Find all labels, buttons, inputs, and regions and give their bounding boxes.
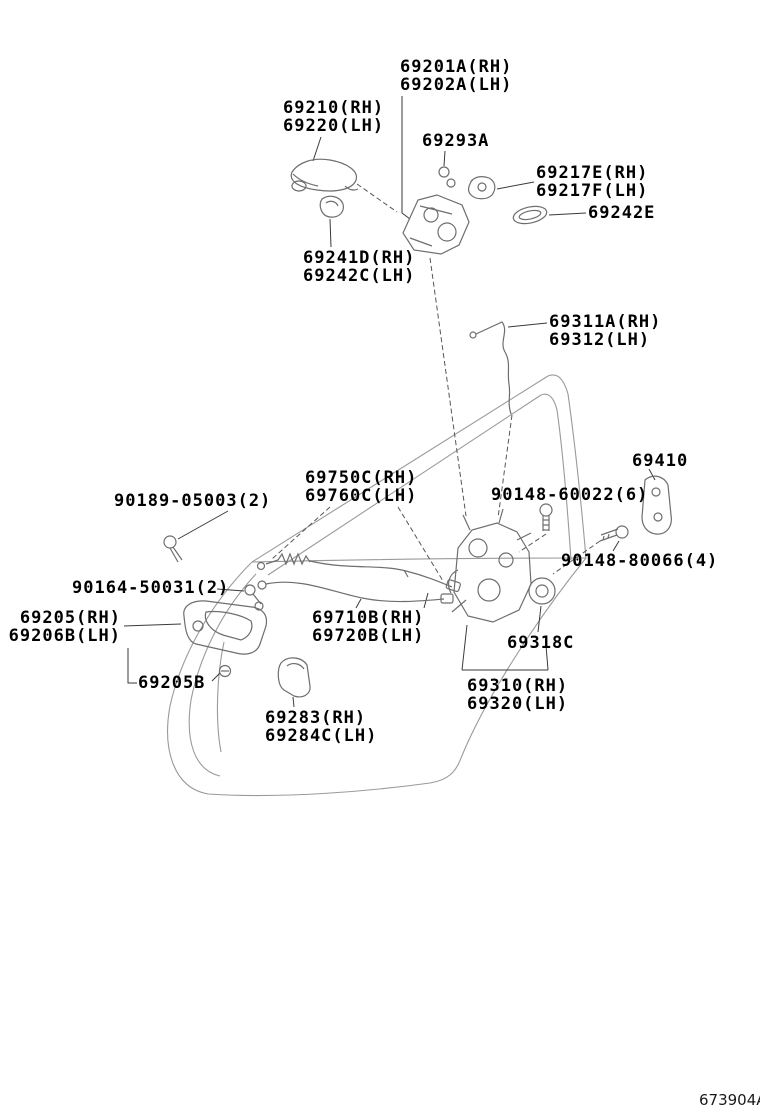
bolt-80066-drawing <box>599 525 629 542</box>
bolt-60022-drawing <box>539 503 553 531</box>
part-label-69242E: 69242E <box>588 203 656 223</box>
leader-lines-solid <box>123 96 656 708</box>
diagram-code: 673904A <box>699 1091 760 1109</box>
part-label-69205B: 69205B <box>138 673 206 693</box>
screw-50031-drawing <box>244 584 264 611</box>
screw-05003-drawing <box>163 535 183 563</box>
part-label-69410: 69410 <box>632 451 689 471</box>
part-label-90189-05003: 90189-05003(2) <box>114 491 272 511</box>
part-label-69311A: 69311A(RH) 69312(LH) <box>549 312 662 350</box>
part-label-69217E: 69217E(RH) 69217F(LH) <box>536 163 649 201</box>
part-label-69241D: 69241D(RH) 69242C(LH) <box>303 248 416 286</box>
cables-drawing <box>256 552 461 604</box>
parts-drawings <box>163 158 672 698</box>
part-label-90148-80066: 90148-80066(4) <box>561 551 719 571</box>
gasket-drawing <box>512 205 548 225</box>
handle-pad-drawing <box>277 657 311 698</box>
grommet-drawing <box>438 166 456 188</box>
lock-rod-drawing <box>469 321 512 415</box>
part-label-90148-60022: 90148-60022(6) <box>491 485 649 505</box>
part-label-69318C: 69318C <box>507 633 575 653</box>
cover-drawing <box>468 176 496 200</box>
outside-handle-drawing <box>290 158 359 192</box>
part-label-69210: 69210(RH) 69220(LH) <box>283 98 385 136</box>
striker-drawing <box>641 475 672 535</box>
handle-frame-drawing <box>402 194 470 255</box>
part-label-69205: 69205(RH) 69206B(LH) <box>8 608 121 646</box>
inside-handle-drawing <box>183 600 268 655</box>
part-label-69283: 69283(RH) 69284C(LH) <box>265 708 378 746</box>
part-label-69710B: 69710B(RH) 69720B(LH) <box>312 608 425 646</box>
snap-grommet-drawing <box>528 577 556 605</box>
leader-lines-dashed <box>271 183 601 582</box>
handle-cover-drawing <box>319 195 344 218</box>
part-label-90164-50031: 90164-50031(2) <box>72 578 230 598</box>
lock-assembly-drawing <box>448 508 532 623</box>
part-label-69750C: 69750C(RH) 69760C(LH) <box>305 468 418 506</box>
part-label-69310: 69310(RH) 69320(LH) <box>467 676 569 714</box>
part-label-69201A: 69201A(RH) 69202A(LH) <box>400 57 513 95</box>
part-label-69293A: 69293A <box>422 131 490 151</box>
screw-69205b-drawing <box>218 664 232 678</box>
